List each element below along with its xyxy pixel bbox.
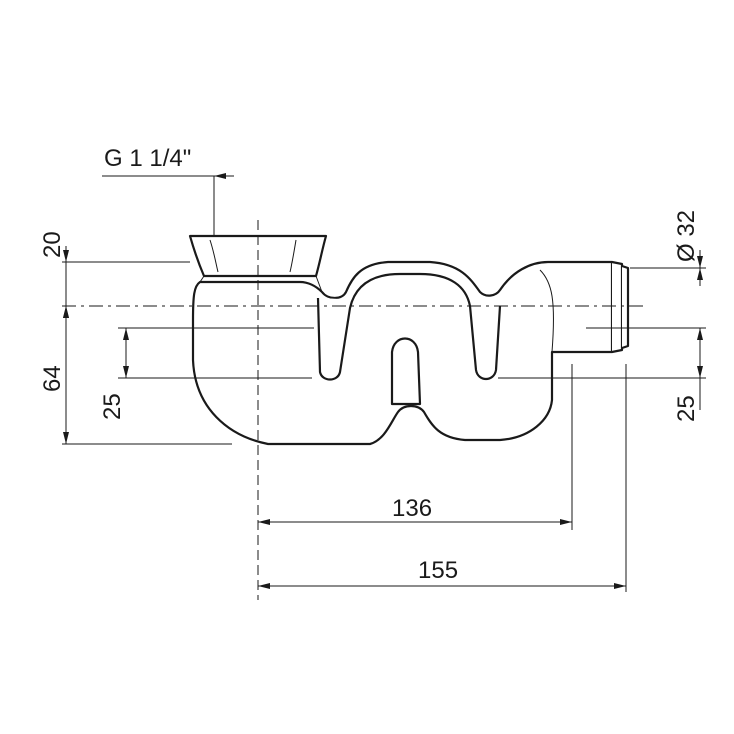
dimension-labels: G 1 1/4" 20 64 25 Ø 32 25 136 155 bbox=[39, 145, 700, 584]
outlet-diameter-label: Ø 32 bbox=[673, 210, 700, 262]
right-offset-label: 25 bbox=[673, 395, 700, 422]
length-outer-label: 155 bbox=[418, 557, 458, 584]
left-offset-label: 25 bbox=[99, 393, 126, 420]
length-inner-label: 136 bbox=[392, 495, 432, 522]
center-lines bbox=[62, 220, 648, 600]
total-height-label: 64 bbox=[39, 365, 66, 392]
extension-lines bbox=[62, 175, 706, 592]
siphon-body bbox=[188, 234, 630, 446]
dimension-lines bbox=[63, 173, 703, 589]
top-height-label: 20 bbox=[39, 231, 66, 258]
thread-label: G 1 1/4" bbox=[104, 145, 191, 172]
